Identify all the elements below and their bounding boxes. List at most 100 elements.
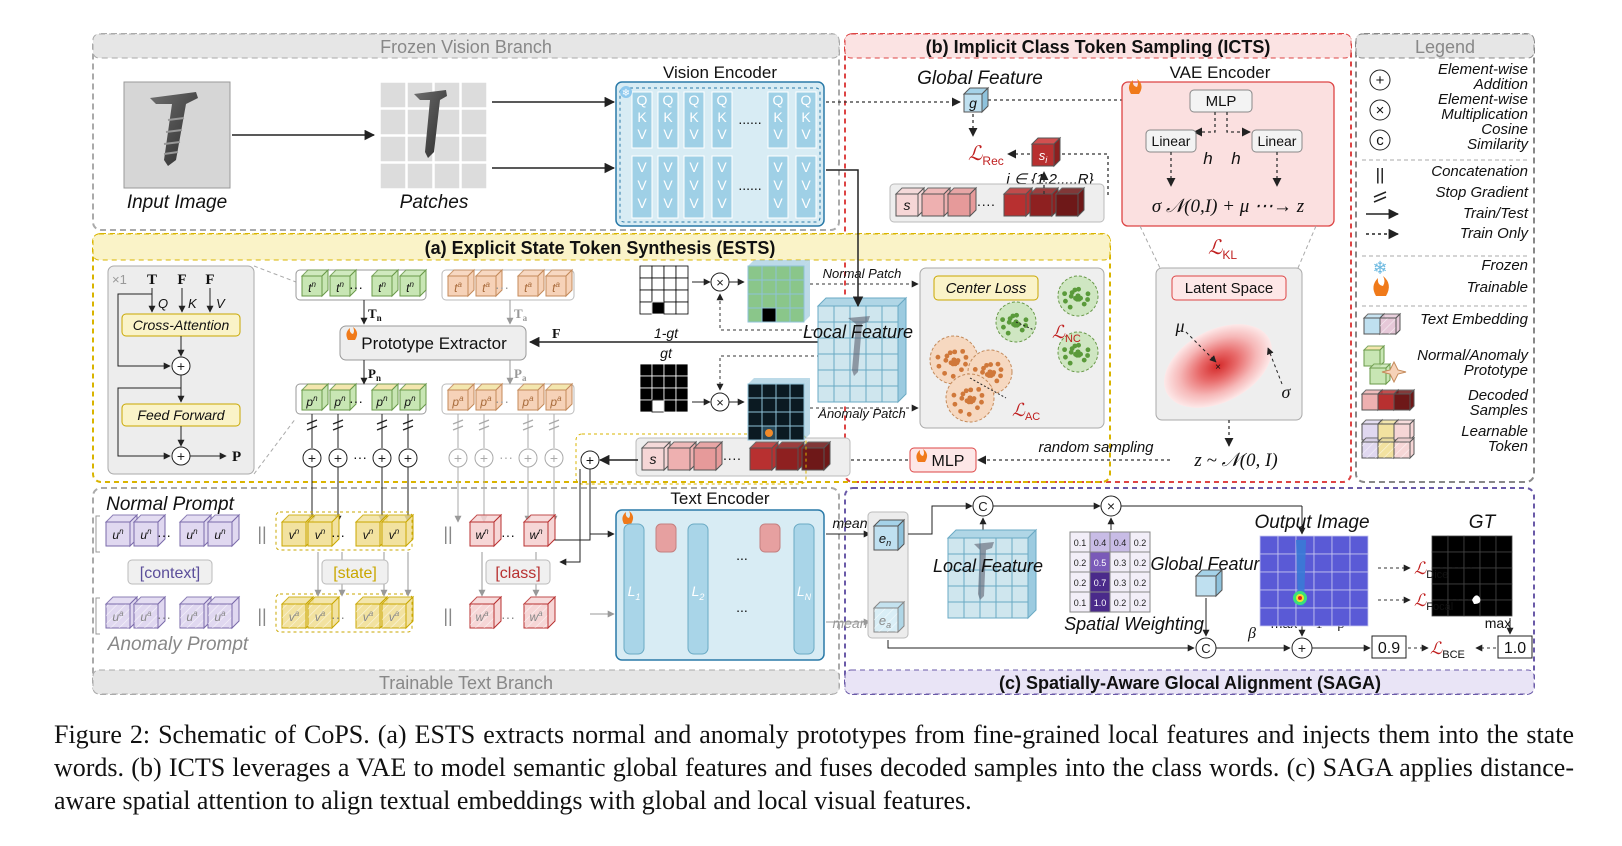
token-label: pn xyxy=(375,394,388,409)
frozen-icon: ❄ xyxy=(620,86,632,99)
token-label: ta xyxy=(482,280,490,295)
svg-text:...: ... xyxy=(736,599,748,615)
legend-cube-learnable xyxy=(1392,418,1416,442)
cross-attention-label: Cross-Attention xyxy=(133,317,230,333)
feature-cell xyxy=(789,425,805,441)
si-symbol: si xyxy=(1039,148,1049,165)
pa-matrix-label: Pa xyxy=(514,366,527,383)
weight-cell: 0.2 xyxy=(1129,571,1151,593)
pn-cube xyxy=(398,382,428,412)
decoded-ellipsis: ···· xyxy=(977,196,996,212)
weight-cell: 0.4 xyxy=(1089,531,1111,553)
v-label: V xyxy=(216,296,226,311)
feature-cell xyxy=(747,293,763,309)
linear-left-label: Linear xyxy=(1152,133,1191,149)
output-cell xyxy=(1349,571,1369,591)
weight-cell: 1.0 xyxy=(1089,591,1111,613)
svg-text:···: ··· xyxy=(495,279,509,295)
gt-cell xyxy=(1431,551,1449,569)
svg-text:V: V xyxy=(801,177,811,193)
concat-symbol: || xyxy=(443,524,452,544)
mask-cell xyxy=(675,387,689,401)
saga-local-cell xyxy=(995,537,1013,555)
mask-cell xyxy=(639,289,653,303)
token-label: va xyxy=(289,609,300,624)
token-label: vn xyxy=(389,527,400,542)
mask-cell xyxy=(675,375,689,389)
gt-cell xyxy=(1463,551,1481,569)
output-cell xyxy=(1259,571,1279,591)
legend-symbol xyxy=(1373,276,1389,296)
state-tag: [state] xyxy=(333,565,377,582)
svg-text:0.2: 0.2 xyxy=(1134,598,1147,608)
h-left: h xyxy=(1203,149,1212,168)
global-feature-g-cube xyxy=(962,86,990,114)
token-label: pa xyxy=(451,394,464,409)
class-token-cube xyxy=(468,595,503,630)
output-cell xyxy=(1349,553,1369,573)
f-arrow-label: F xyxy=(552,327,561,342)
svg-text:+: + xyxy=(404,450,412,466)
output-cell xyxy=(1295,607,1315,627)
feature-cell xyxy=(775,265,791,281)
svg-text:Q: Q xyxy=(717,92,728,108)
mask-cell xyxy=(663,399,677,413)
gt-image xyxy=(1431,535,1513,617)
l-rec: ℒRec xyxy=(968,143,1004,168)
weight-cell: 0.7 xyxy=(1089,571,1111,593)
patch-cell xyxy=(460,135,488,163)
decoded-samples-row-top: s···· xyxy=(889,183,1105,223)
legend-label-6: Train Only xyxy=(1460,225,1530,242)
token-label: va xyxy=(389,609,400,624)
mask-cell xyxy=(651,277,665,291)
context-token-cube xyxy=(206,513,241,548)
local-feature-cell xyxy=(881,385,899,403)
svg-text:K: K xyxy=(773,109,783,125)
gt-cell xyxy=(1495,599,1513,617)
svg-text:V: V xyxy=(637,177,647,193)
vae-encoder-box xyxy=(1121,81,1335,227)
svg-text:K: K xyxy=(663,109,673,125)
svg-text:+: + xyxy=(586,452,594,468)
legend-label-5: Train/Test xyxy=(1463,205,1529,222)
decoded-ellipsis: ···· xyxy=(723,450,742,466)
token-label: wa xyxy=(475,609,489,624)
l-ac: ℒAC xyxy=(1012,400,1040,423)
score-pred-box xyxy=(1371,635,1407,659)
decoded-sample-cube xyxy=(692,440,724,472)
state-token-cube xyxy=(306,595,341,630)
linear-right-label: Linear xyxy=(1258,133,1297,149)
token-label: tn xyxy=(406,280,414,295)
gt-cell xyxy=(1447,567,1465,585)
local-feature-cell xyxy=(833,305,851,323)
svg-text:V: V xyxy=(801,195,811,211)
mask-cell xyxy=(639,399,653,413)
local-feature-label: Local Feature xyxy=(803,322,913,342)
stop-gradient-and-add-column: ++++++++······+ xyxy=(302,414,600,566)
patch-cell xyxy=(379,135,407,163)
weight-cell: 0.1 xyxy=(1069,591,1091,613)
svg-text:V: V xyxy=(773,177,783,193)
saga-title: (c) Spatially-Aware Glocal Alignment (SA… xyxy=(999,673,1381,693)
frozen-vision-branch-title: Frozen Vision Branch xyxy=(380,37,552,57)
legend-symbol: ❄ xyxy=(1372,258,1387,278)
pa-cube xyxy=(544,382,574,412)
tn-cube xyxy=(328,268,358,298)
svg-text:0.2: 0.2 xyxy=(1134,538,1147,548)
mu-symbol: μ xyxy=(1174,316,1184,336)
text-encoder-title: Text Encoder xyxy=(670,489,770,508)
output-cell xyxy=(1277,571,1297,591)
svg-text:×: × xyxy=(716,275,724,290)
feature-cell xyxy=(775,307,791,323)
token-label: tn xyxy=(336,280,344,295)
svg-text:V: V xyxy=(663,195,673,211)
svg-text:···: ··· xyxy=(495,393,509,409)
mask-cell xyxy=(639,375,653,389)
mask-cell xyxy=(651,289,665,303)
gt-cell xyxy=(1495,535,1513,553)
patch-cell xyxy=(379,162,407,190)
decoded-sample-cube xyxy=(666,440,698,472)
